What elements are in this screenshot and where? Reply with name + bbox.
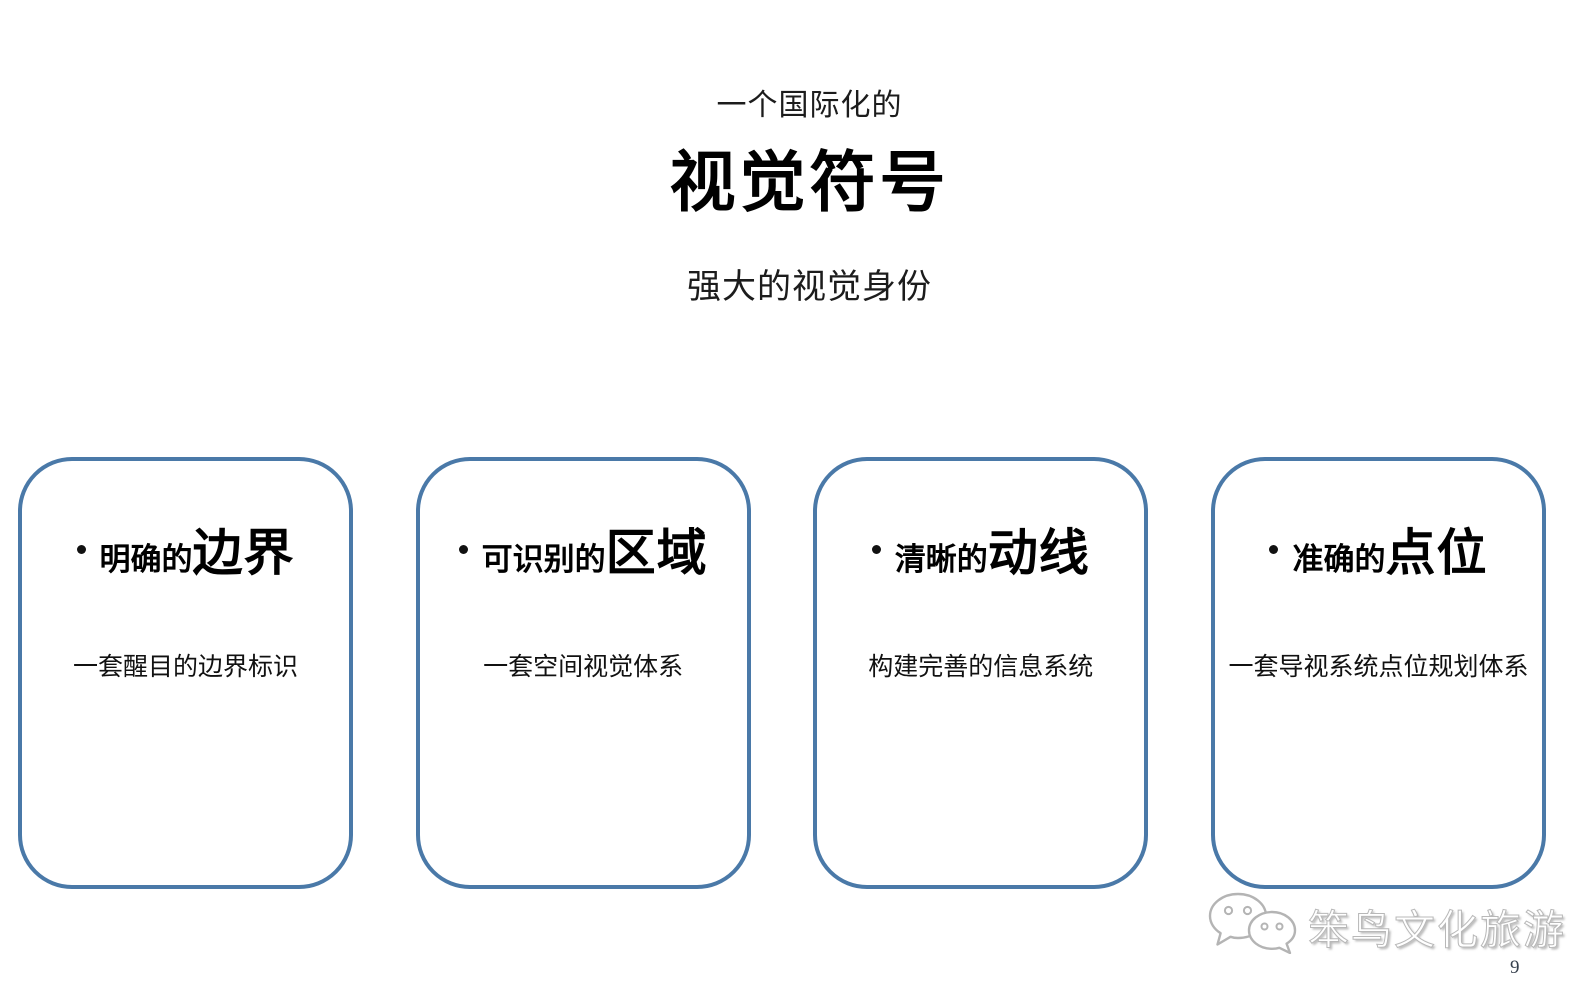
bullet-icon: [1269, 544, 1279, 554]
card-zone: 可识别的 区域 一套空间视觉体系: [415, 457, 751, 889]
card-description: 一套空间视觉体系: [483, 653, 684, 681]
card-heading: 明确的 边界: [22, 513, 349, 585]
card-heading: 清晰的 动线: [817, 513, 1144, 585]
card-description: 一套导视系统点位规划体系: [1228, 653, 1529, 681]
card-heading: 可识别的 区域: [420, 513, 747, 585]
card-heading-prefix: 可识别的: [481, 542, 606, 577]
bullet-icon: [458, 544, 468, 554]
wechat-logo-icon: [1208, 892, 1300, 959]
card-heading-prefix: 准确的: [1292, 542, 1386, 577]
card-heading-prefix: 明确的: [99, 542, 193, 577]
card-boundary: 明确的 边界 一套醒目的边界标识: [18, 457, 353, 889]
bullet-icon: [76, 544, 86, 554]
watermark-brand-text: 笨鸟文化旅游: [1308, 906, 1566, 953]
page-title: 视觉符号: [669, 145, 950, 219]
card-description: 构建完善的信息系统: [868, 653, 1094, 681]
card-circulation: 清晰的 动线 构建完善的信息系统: [813, 457, 1149, 889]
card-heading-keyword: 边界: [192, 525, 295, 581]
subtitle-text: 强大的视觉身份: [687, 267, 932, 306]
card-points: 准确的 点位 一套导视系统点位规划体系: [1210, 457, 1546, 889]
title-block: 一个国际化的 视觉符号 强大的视觉身份: [0, 0, 1577, 308]
card-heading-prefix: 清晰的: [894, 542, 988, 577]
card-heading-keyword: 区域: [605, 525, 708, 581]
bullet-icon: [871, 544, 881, 554]
watermark: 笨鸟文化旅游: [1208, 892, 1566, 959]
card-heading-keyword: 动线: [987, 525, 1090, 581]
cards-row: 明确的 边界 一套醒目的边界标识 可识别的 区域 一套空间视觉体系 清晰的 动线…: [18, 457, 1546, 889]
card-description: 一套醒目的边界标识: [72, 653, 298, 681]
card-heading-keyword: 点位: [1385, 525, 1488, 581]
kicker-text: 一个国际化的: [716, 89, 903, 122]
card-heading: 准确的 点位: [1215, 513, 1542, 585]
page-number: 9: [1510, 957, 1520, 978]
